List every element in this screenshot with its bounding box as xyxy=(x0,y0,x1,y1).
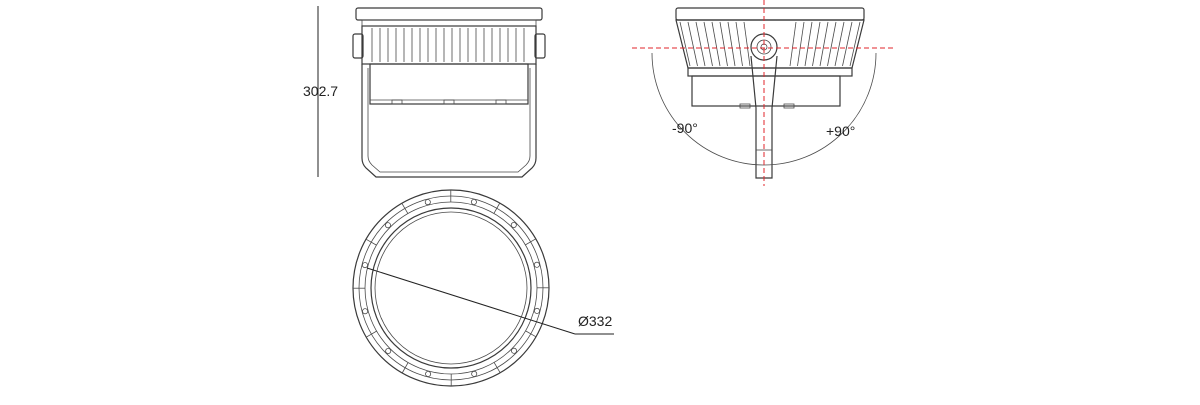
side-view xyxy=(352,7,546,178)
height-label: 302.7 xyxy=(303,83,338,99)
tilt-min-label: -90° xyxy=(672,120,698,136)
diameter-label: Ø332 xyxy=(578,313,612,329)
tilt-max-label: +90° xyxy=(826,123,855,139)
front-view: -90° +90° xyxy=(632,0,896,186)
bottom-view: Ø332 xyxy=(352,189,614,387)
height-dimension: 302.7 xyxy=(303,6,338,177)
